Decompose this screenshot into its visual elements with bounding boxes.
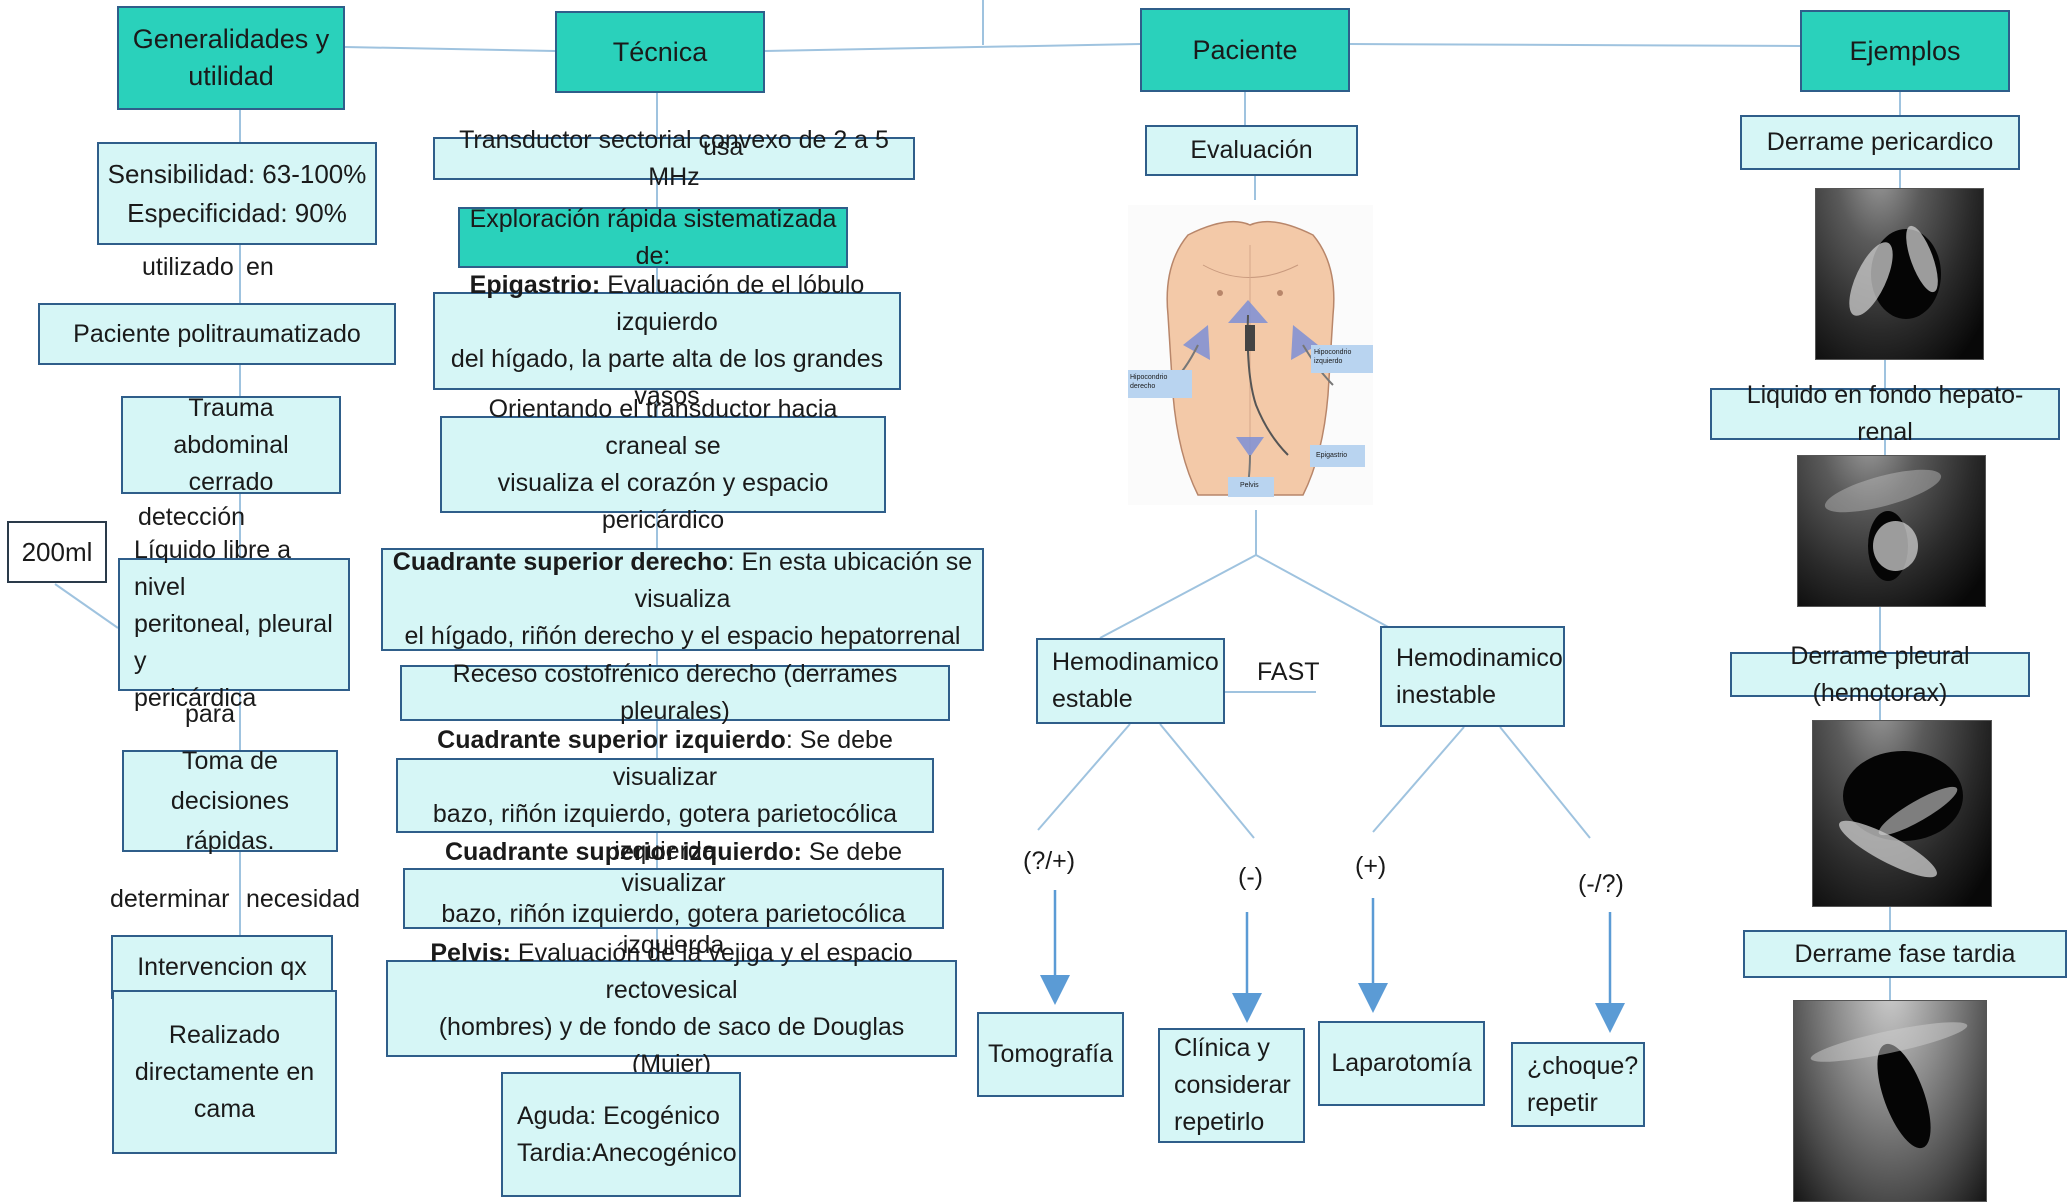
torso-figure: Hipocondrio derecho Hipocondrio izquierd… — [1128, 205, 1373, 505]
pelvis-title: Pelvis: — [430, 938, 511, 967]
tomografia-box: Tomografía — [977, 1012, 1124, 1097]
derrame-fase-tardia-box: Derrame fase tardia — [1743, 930, 2067, 978]
pelvis-text: Evaluación de la vejiga y el espacio rec… — [510, 938, 913, 1004]
label-plus: (+) — [1355, 852, 1387, 880]
figure-label-pelvis: Pelvis — [1240, 482, 1259, 489]
pelvis-box: Pelvis: Evaluación de la vejiga y el esp… — [386, 939, 957, 1078]
csi1-text-2: bazo, riñón izquierdo, gotera parietocól… — [432, 799, 898, 865]
toma-decisiones-box: Toma de decisiones rápidas. — [122, 747, 338, 855]
label-utilizado: utilizado — [142, 253, 234, 281]
box-200ml: 200ml — [7, 521, 107, 583]
choque-box: ¿choque? repetir — [1511, 1042, 1645, 1127]
csd-text-2: el hígado, riñón derecho y el espacio he… — [404, 622, 961, 650]
label-deteccion: detección — [138, 503, 246, 531]
aguda-tardia-box: Aguda: Ecogénico Tardia:Anecogénico — [501, 1072, 741, 1197]
csi1-text: : Se debe visualizar — [612, 725, 893, 791]
realizado-box: Realizado directamente en cama — [112, 990, 337, 1154]
csd-title: Cuadrante superior derecho — [392, 548, 728, 576]
header-tecnica: Técnica — [555, 11, 765, 93]
ultrasound-image-hepatorenal — [1797, 455, 1986, 607]
clinica-box: Clínica y considerar repetirlo — [1158, 1028, 1305, 1143]
figure-label-epigastrio: Epigastrio — [1316, 452, 1348, 459]
label-minus: (-) — [1238, 863, 1263, 891]
inestable-box: Hemodinamico inestable — [1380, 626, 1565, 727]
header-generalidades: Generalidades y utilidad — [117, 6, 345, 110]
label-necesidad: necesidad — [246, 885, 360, 913]
label-en: en — [246, 253, 274, 281]
liquido-libre-box: Líquido libre a nivel peritoneal, pleura… — [118, 536, 350, 712]
epigastrio-text-2: del hígado, la parte alta de los grandes… — [450, 345, 884, 410]
label-determinar: determinar — [110, 885, 230, 913]
orientando-box: Orientando el transductor hacia craneal … — [440, 395, 886, 534]
csi1-title: Cuadrante superior izquierdo — [437, 725, 786, 754]
figure-label-hipocondrio-derecho: Hipocondrio derecho — [1130, 374, 1168, 390]
transductor-box: Transductor sectorial convexo de 2 a 5 M… — [433, 126, 915, 191]
ultrasound-image-tardia — [1793, 1000, 1987, 1202]
evaluacion-box: Evaluación — [1145, 125, 1358, 176]
csd-text: : En esta ubicación se visualiza — [634, 548, 973, 613]
trauma-abdominal-box: Trauma abdominal cerrado — [121, 394, 341, 496]
ultrasound-image-pleural — [1812, 720, 1992, 907]
header-ejemplos: Ejemplos — [1800, 10, 2010, 92]
csi2-title: Cuadrante superior izquierdo: — [444, 837, 802, 866]
sensibilidad-box: Sensibilidad: 63-100% Especificidad: 90% — [97, 142, 377, 245]
paciente-politraumatizado-box: Paciente politraumatizado — [38, 303, 396, 365]
cuadrante-sup-izq-box-1: Cuadrante superior izquierdo: Se debe vi… — [396, 726, 934, 865]
laparotomia-box: Laparotomía — [1318, 1021, 1485, 1106]
csi2-text: Se debe visualizar — [621, 837, 903, 897]
cuadrante-sup-der-box: Cuadrante superior derecho: En esta ubic… — [381, 548, 984, 651]
torso-illustration — [1128, 220, 1373, 497]
epigastrio-title: Epigastrio: — [469, 271, 601, 299]
figure-label-hipocondrio-izquierdo: Hipocondrio izquierdo — [1314, 349, 1352, 365]
liquido-hepatorenal-box: Liquido en fondo hepato-renal — [1710, 381, 2060, 446]
derrame-pleural-box: Derrame pleural (hemotorax) — [1730, 642, 2030, 707]
epigastrio-text: Evaluación de el lóbulo izquierdo — [600, 271, 865, 336]
ultrasound-image-pericardico — [1815, 188, 1984, 360]
label-para: para — [185, 700, 236, 728]
cuadrante-sup-izq-box-2: Cuadrante superior izquierdo: Se debe vi… — [403, 838, 944, 959]
estable-box: Hemodinamico estable — [1036, 638, 1225, 724]
csi2-text-2: bazo, riñón izquierdo, gotera parietocól… — [441, 899, 906, 959]
label-usa: usa — [703, 133, 744, 161]
label-fast: FAST — [1257, 658, 1320, 686]
intervencion-box: Intervencion qx — [111, 935, 333, 999]
header-paciente: Paciente — [1140, 8, 1350, 92]
exploracion-box: Exploración rápida sistematizada de: — [458, 205, 848, 270]
derrame-pericardico-box: Derrame pericardico — [1740, 115, 2020, 170]
receso-box: Receso costofrénico derecho (derrames pl… — [400, 660, 950, 725]
label-minus-q: (-/?) — [1578, 870, 1624, 898]
pelvis-text-2: (hombres) y de fondo de saco de Douglas … — [438, 1012, 905, 1078]
epigastrio-box: Epigastrio: Evaluación de el lóbulo izqu… — [433, 271, 901, 410]
label-q-plus: (?/+) — [1023, 847, 1076, 875]
